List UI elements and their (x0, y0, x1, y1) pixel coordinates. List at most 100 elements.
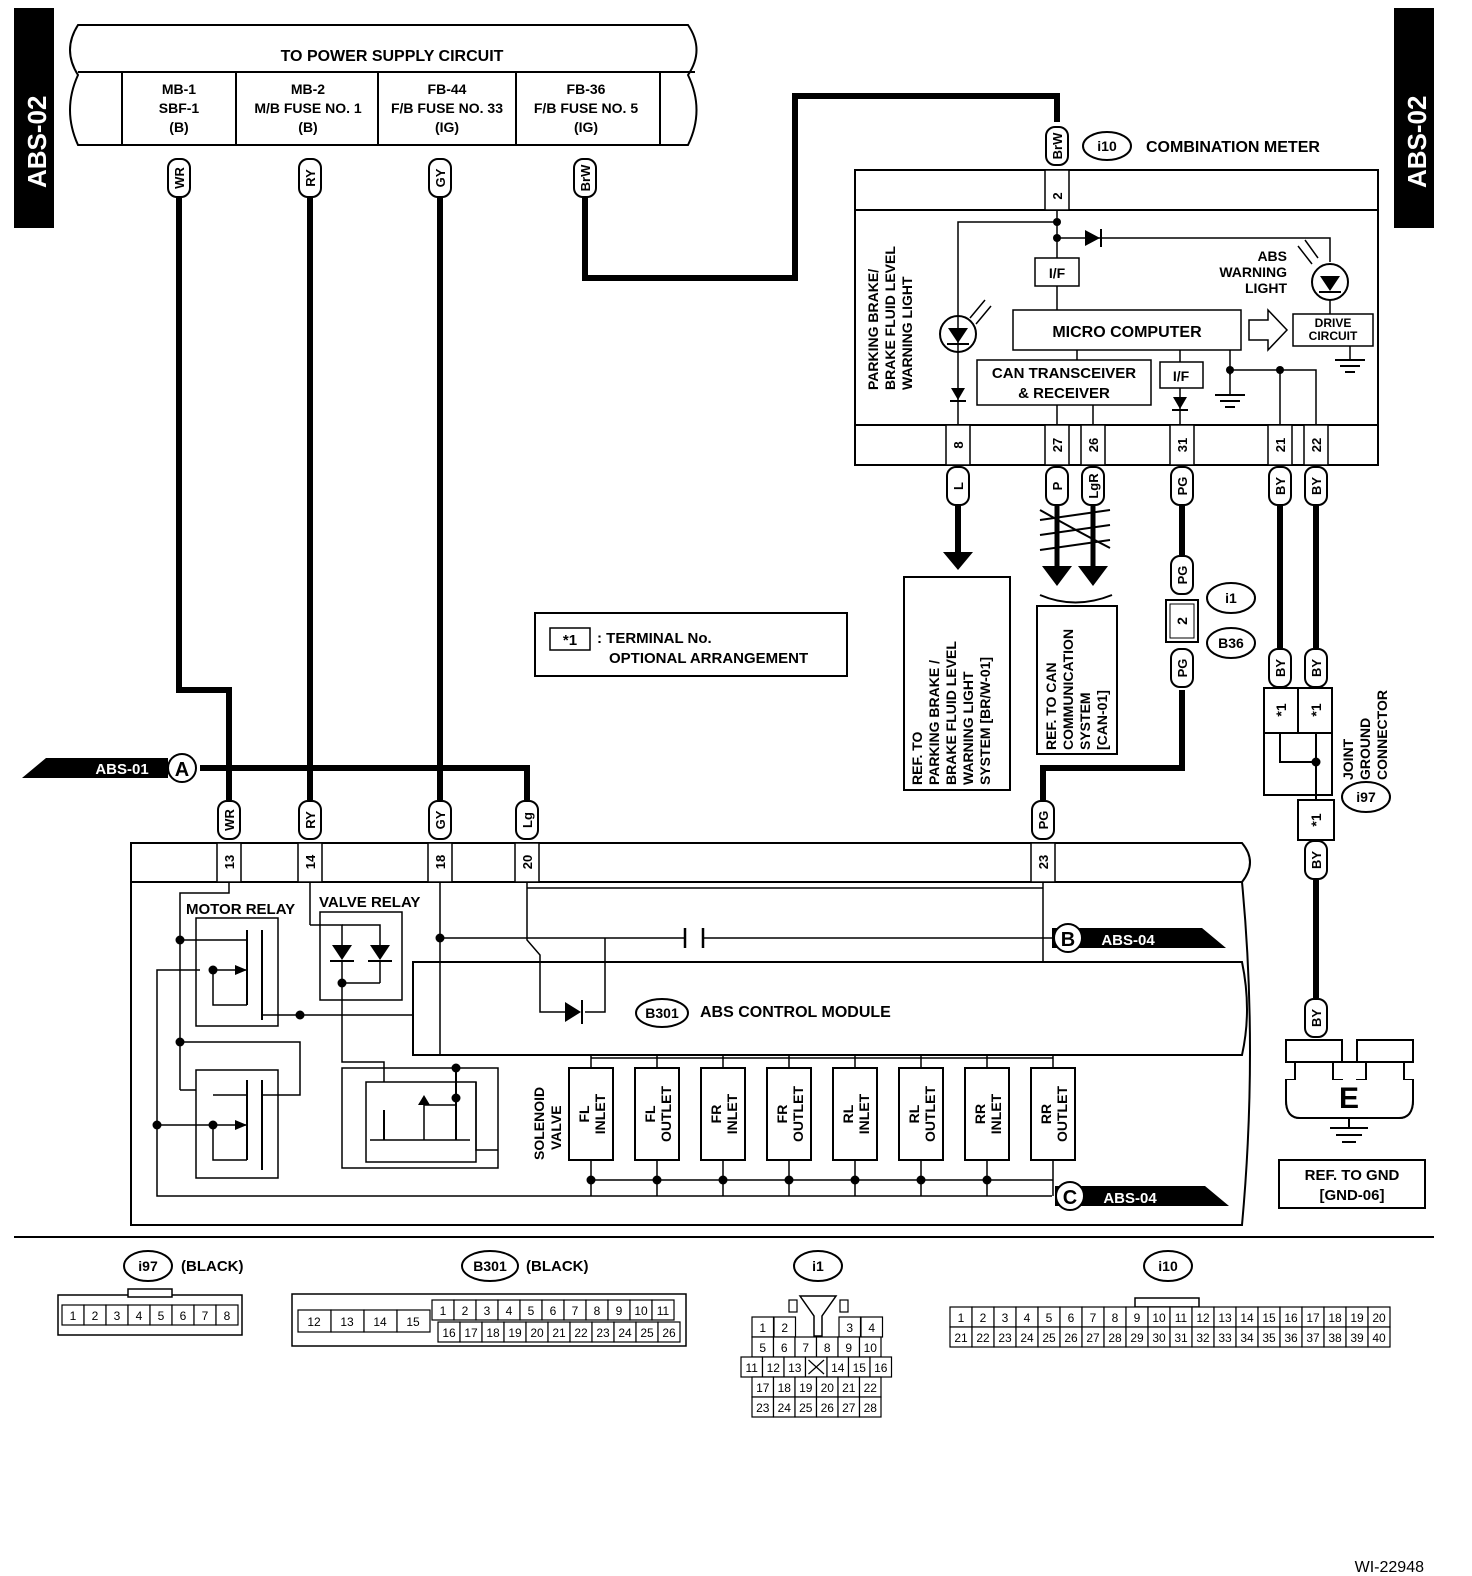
wire-color-text: BrW (1050, 132, 1065, 159)
wire-color-tag: RY (298, 800, 322, 840)
pin-number: 12 (1196, 1311, 1210, 1325)
pin-number: 30 (1152, 1331, 1166, 1345)
pin-number: 13 (1218, 1311, 1232, 1325)
pin-number: 22 (574, 1326, 588, 1340)
wire-color-text: PG (1175, 659, 1190, 678)
valve-position: RR (1038, 1104, 1054, 1124)
pin-number: 11 (657, 1304, 670, 1318)
meter-pin-2: 2 (1050, 192, 1065, 199)
ref-text: COMMUNICATION (1060, 629, 1076, 750)
pin-number: 10 (1152, 1311, 1166, 1325)
pin-number: 16 (442, 1326, 456, 1340)
pin-number: 19 (1350, 1311, 1364, 1325)
pin-number: 13 (788, 1361, 802, 1375)
module-pin-number: 14 (303, 854, 318, 869)
wire-pg-lower (1040, 690, 1185, 800)
wire-color-text: BY (1309, 851, 1324, 869)
pin-number: 38 (1328, 1331, 1342, 1345)
pin-number: 15 (853, 1361, 867, 1375)
wire-color-tag: BY (1304, 998, 1328, 1038)
fuse-label: F/B FUSE NO. 33 (391, 100, 503, 116)
abs04-c-tag: C ABS-04 (1055, 1181, 1229, 1211)
wire-brw (582, 93, 1060, 281)
pin-number: 15 (1262, 1311, 1276, 1325)
wire-color-tag: GY (428, 158, 452, 198)
pin-number: 20 (530, 1326, 544, 1340)
abs-warning-label-2: WARNING (1219, 264, 1287, 280)
pin-number: 35 (1262, 1331, 1276, 1345)
wire-color-tag: PG (1170, 466, 1194, 506)
wire-color-tag: RY (298, 158, 322, 198)
pin-number: 36 (1284, 1331, 1298, 1345)
wire-color-text: LgR (1086, 473, 1101, 499)
pin-number: 33 (1218, 1331, 1232, 1345)
pin-number: 22 (976, 1331, 990, 1345)
wire-color-tag: WR (217, 800, 241, 840)
module-pin-number: 18 (433, 855, 448, 869)
legend-symbol: *1 (563, 632, 577, 649)
pin-number: 14 (1240, 1311, 1254, 1325)
pin-number: 2 (781, 1321, 788, 1335)
ref-text: REF. TO (909, 731, 925, 785)
valve-type: INLET (592, 1093, 608, 1134)
junction-pin: 2 (1174, 617, 1190, 625)
wire-color-text: P (1050, 481, 1065, 490)
fuse-label: SBF-1 (159, 100, 200, 116)
wire-color-tag: L (946, 466, 970, 506)
pin-number: 15 (406, 1315, 420, 1329)
joint-pin-label: *1 (1308, 703, 1324, 716)
pin-number: 2 (462, 1304, 469, 1318)
pin-number: 4 (1024, 1311, 1031, 1325)
connector-tag-text: i10 (1097, 138, 1117, 154)
pin-number: 37 (1306, 1331, 1320, 1345)
pin-number: 5 (1046, 1311, 1053, 1325)
wire-color-text: RY (303, 169, 318, 187)
pin-number: 3 (846, 1321, 853, 1335)
wire-color-tag: PG (1170, 648, 1194, 688)
valve-position: RR (972, 1104, 988, 1124)
wire-color-text: GY (433, 168, 448, 187)
wire-color-text: BY (1273, 659, 1288, 677)
connector-tag-text: i97 (138, 1258, 158, 1274)
pin-number: 22 (864, 1381, 878, 1395)
pin-number: 1 (759, 1321, 766, 1335)
legend-box: *1 : TERMINAL No. OPTIONAL ARRANGEMENT (534, 612, 848, 677)
connector-tag-text: i97 (1356, 789, 1376, 805)
valve-position: FR (708, 1105, 724, 1124)
pin-number: 11 (1175, 1311, 1188, 1325)
connector-tag-text: i1 (812, 1258, 824, 1274)
wire-color-text: L (951, 482, 966, 490)
page-tag-left: ABS-02 (14, 8, 54, 228)
wire-color-tag: PG (1170, 555, 1194, 595)
pin-number: 7 (802, 1341, 809, 1355)
pin-number: 24 (618, 1326, 632, 1340)
arrows (943, 552, 1108, 586)
abs04-b-tag: B ABS-04 (1052, 923, 1226, 953)
pin-number: 12 (767, 1361, 781, 1375)
connector-tag-text: B301 (473, 1258, 507, 1274)
pin-number: 4 (868, 1321, 875, 1335)
pin-number: 10 (864, 1341, 878, 1355)
valve-position: RL (840, 1104, 856, 1123)
connector-tag-i10: i10 COMBINATION METER (1082, 131, 1320, 161)
i1-b36-junction: 2 i1 B36 (1165, 582, 1256, 659)
drive-circuit-label-2: CIRCUIT (1309, 329, 1358, 343)
micro-computer-label: MICRO COMPUTER (1052, 324, 1202, 341)
pin-number: 5 (158, 1309, 165, 1323)
valve-type: OUTLET (790, 1086, 806, 1142)
wire-color-text: BrW (578, 164, 593, 191)
joint-pin-label: *1 (1308, 813, 1324, 826)
pin-number: 20 (1372, 1311, 1386, 1325)
wire-color-tag: WR (167, 158, 191, 198)
meter-pin-number: 26 (1086, 438, 1101, 452)
module-pin-number: 23 (1036, 855, 1051, 869)
valve-relay-label: VALVE RELAY (319, 894, 420, 911)
